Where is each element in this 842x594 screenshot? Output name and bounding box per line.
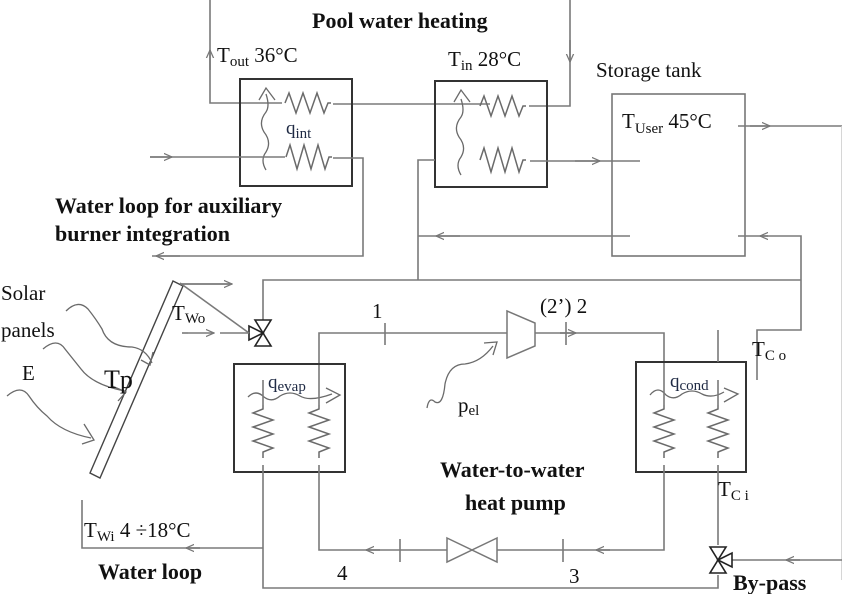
electric-power-wave-icon bbox=[426, 345, 494, 409]
storage-tank-title: Storage tank bbox=[596, 58, 702, 82]
water-loop-title: Water loop bbox=[98, 559, 202, 584]
state-point-1-label: 1 bbox=[372, 299, 383, 323]
heat-flow-wave-icon bbox=[649, 389, 725, 399]
heat-exchanger-aux: qint bbox=[239, 78, 353, 187]
heat-exchanger-storage bbox=[434, 80, 548, 188]
q-cond-label: qcond bbox=[670, 371, 709, 394]
heat-flow-wave-icon bbox=[247, 392, 333, 401]
coil-icon bbox=[479, 145, 526, 175]
t-wi-label: TWi 4 ÷18°C bbox=[84, 518, 191, 545]
evaporator: qevap bbox=[233, 363, 346, 473]
refrigerant-line-top bbox=[318, 332, 665, 380]
pipe-tank-to-valve bbox=[262, 279, 801, 333]
coil-icon bbox=[705, 405, 731, 458]
pipe-cond-out bbox=[756, 277, 802, 380]
solar-return-pipe bbox=[81, 500, 263, 549]
t-user-label: TUser 45°C bbox=[622, 109, 712, 137]
bypass-three-way-valve-icon bbox=[708, 546, 733, 574]
solar-panels-title-line1: Solar bbox=[1, 281, 45, 305]
pool-water-loop bbox=[210, 0, 570, 107]
solar-panels-title-line2: panels bbox=[1, 318, 55, 342]
pipe-return bbox=[417, 159, 435, 280]
q-int-label: qint bbox=[286, 118, 312, 142]
heat-pump-title-line1: Water-to-water bbox=[440, 457, 585, 482]
irradiance-wave-icon bbox=[6, 389, 92, 439]
coil-icon bbox=[479, 93, 526, 119]
irradiance-wave-icon bbox=[65, 303, 153, 364]
aux-loop-title-line2: burner integration bbox=[55, 221, 230, 246]
heat-flow-wave-icon bbox=[260, 93, 270, 171]
coil-icon bbox=[651, 405, 677, 458]
t-ci-label: TC i bbox=[718, 477, 749, 504]
state-point-3-label: 3 bbox=[569, 564, 580, 588]
aux-burner-loop bbox=[150, 157, 364, 256]
condenser: qcond bbox=[635, 361, 747, 473]
heat-pump-title-line2: heat pump bbox=[465, 490, 566, 515]
t-p-label: Tp bbox=[104, 365, 133, 394]
aux-loop-title-line1: Water loop for auxiliary bbox=[55, 193, 282, 218]
pool-water-heating-title: Pool water heating bbox=[312, 8, 488, 33]
t-co-label: TC o bbox=[752, 337, 786, 364]
t-wo-label: TWo bbox=[172, 301, 205, 327]
compressor-icon bbox=[506, 309, 536, 360]
t-in-label: Tin 28°C bbox=[448, 47, 521, 74]
state-point-2-label: (2’) 2 bbox=[540, 294, 587, 318]
storage-tank: TUser 45°C bbox=[418, 93, 842, 277]
coil-icon bbox=[250, 405, 276, 458]
three-way-valve-top-icon bbox=[248, 319, 273, 347]
state-point-4-label: 4 bbox=[337, 561, 348, 585]
coil-icon bbox=[285, 142, 332, 172]
heat-flow-wave-icon bbox=[455, 98, 465, 176]
irradiance-label: E bbox=[22, 361, 35, 385]
expansion-valve-icon bbox=[446, 536, 498, 564]
irradiance-wave-icon bbox=[42, 342, 126, 392]
solar-panel bbox=[6, 281, 250, 479]
bypass-line bbox=[262, 465, 719, 589]
p-el-label: pel bbox=[458, 393, 479, 419]
t-out-label: Tout 36°C bbox=[217, 43, 298, 70]
bypass-title: By-pass bbox=[733, 570, 807, 594]
coil-icon bbox=[306, 405, 332, 458]
q-evap-label: qevap bbox=[268, 372, 306, 395]
coil-icon bbox=[284, 90, 331, 116]
